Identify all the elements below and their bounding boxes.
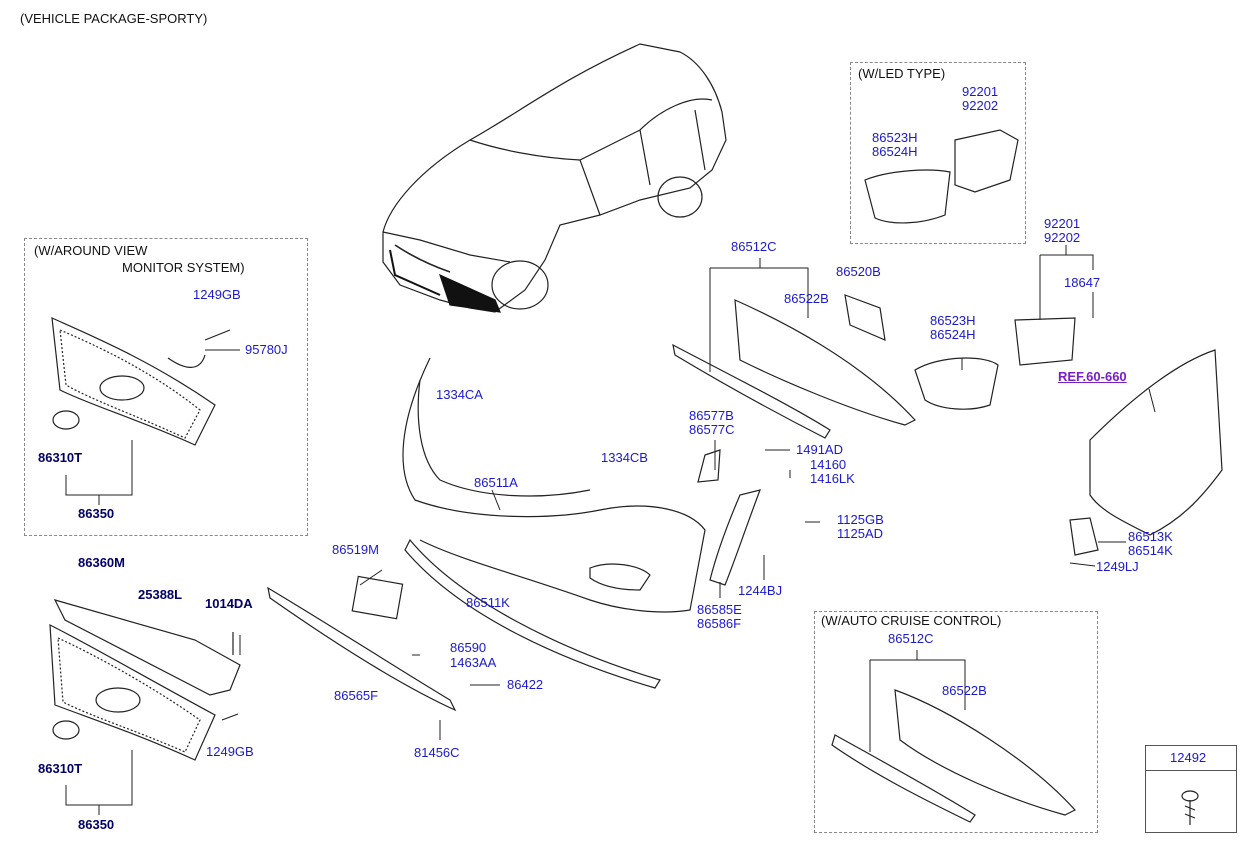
part-92201-a[interactable]: 92201 (962, 84, 999, 99)
part-18647[interactable]: 18647 (1064, 275, 1101, 290)
part-1014DA[interactable]: 1014DA (205, 596, 253, 611)
part-86524H-b[interactable]: 86524H (930, 327, 976, 342)
cruise-grille (831, 689, 1076, 823)
part-92202-b[interactable]: 92202 (1044, 230, 1081, 245)
part-1334CB[interactable]: 1334CB (601, 450, 648, 465)
part-81456C[interactable]: 81456C (414, 745, 460, 760)
part-86350-b[interactable]: 86350 (78, 817, 115, 832)
part-1249GB-a[interactable]: 1249GB (193, 287, 241, 302)
part-86422[interactable]: 86422 (507, 677, 544, 692)
leader-lines (65, 245, 1156, 815)
part-86519M[interactable]: 86519M (332, 542, 379, 557)
auto-cruise-title: (W/AUTO CRUISE CONTROL) (821, 613, 1002, 628)
part-86577C[interactable]: 86577C (689, 422, 735, 437)
part-86513K[interactable]: 86513K (1128, 529, 1173, 544)
vehicle-illustration (382, 43, 727, 313)
part-86512C-a[interactable]: 86512C (731, 239, 777, 254)
reference-link[interactable]: REF.60-660 (1058, 369, 1127, 384)
part-1125AD[interactable]: 1125AD (837, 526, 884, 541)
front-bumper (267, 294, 1223, 712)
part-12492[interactable]: 12492 (1170, 750, 1207, 765)
part-86577B[interactable]: 86577B (689, 408, 734, 423)
part-86590[interactable]: 86590 (450, 640, 487, 655)
part-86514K[interactable]: 86514K (1128, 543, 1173, 558)
part-92202-a[interactable]: 92202 (962, 98, 999, 113)
part-1416LK[interactable]: 1416LK (810, 471, 855, 486)
part-1334CA[interactable]: 1334CA (436, 387, 483, 402)
part-86512C-b[interactable]: 86512C (888, 631, 934, 646)
auto-cruise-box (814, 611, 1098, 833)
part-92201-b[interactable]: 92201 (1044, 216, 1081, 231)
part-1125GB[interactable]: 1125GB (837, 512, 884, 527)
part-1249LJ[interactable]: 1249LJ (1096, 559, 1139, 574)
part-1491AD[interactable]: 1491AD (796, 442, 843, 457)
part-95780J[interactable]: 95780J (245, 342, 288, 357)
part-86511K[interactable]: 86511K (466, 595, 510, 610)
part-86565F[interactable]: 86565F (334, 688, 379, 703)
part-14160[interactable]: 14160 (810, 457, 847, 472)
around-view-title-line2: MONITOR SYSTEM) (122, 260, 245, 275)
screw-illustration (1181, 790, 1199, 825)
led-type-box (850, 62, 1026, 244)
part-86524H-a[interactable]: 86524H (872, 144, 918, 159)
led-fog-lamps (864, 129, 1019, 224)
part-86310T-b[interactable]: 86310T (38, 761, 83, 776)
grille-assembly (49, 599, 241, 761)
part-86586F[interactable]: 86586F (697, 616, 742, 631)
part-86522B-a[interactable]: 86522B (784, 291, 829, 306)
part-25388L[interactable]: 25388L (138, 587, 183, 602)
part-86360M[interactable]: 86360M (78, 555, 125, 570)
part-86523H-a[interactable]: 86523H (872, 130, 918, 145)
part-86310T-a[interactable]: 86310T (38, 450, 83, 465)
part-86585E[interactable]: 86585E (697, 602, 742, 617)
part-1463AA[interactable]: 1463AA (450, 655, 497, 670)
part-86350-a[interactable]: 86350 (78, 506, 115, 521)
part-1249GB-b[interactable]: 1249GB (206, 744, 254, 759)
part-86522B-b[interactable]: 86522B (942, 683, 987, 698)
around-view-title-line1: (W/AROUND VIEW (34, 243, 148, 258)
around-view-box (24, 238, 308, 536)
part-86523H-b[interactable]: 86523H (930, 313, 976, 328)
part-86511A[interactable]: 86511A (474, 475, 518, 490)
diagram-title: (VEHICLE PACKAGE-SPORTY) (20, 11, 208, 26)
grille-around-view (51, 317, 231, 446)
part-1244BJ[interactable]: 1244BJ (738, 583, 783, 598)
part-86520B[interactable]: 86520B (836, 264, 881, 279)
led-type-title: (W/LED TYPE) (858, 66, 946, 81)
fastener-header (1145, 745, 1237, 771)
